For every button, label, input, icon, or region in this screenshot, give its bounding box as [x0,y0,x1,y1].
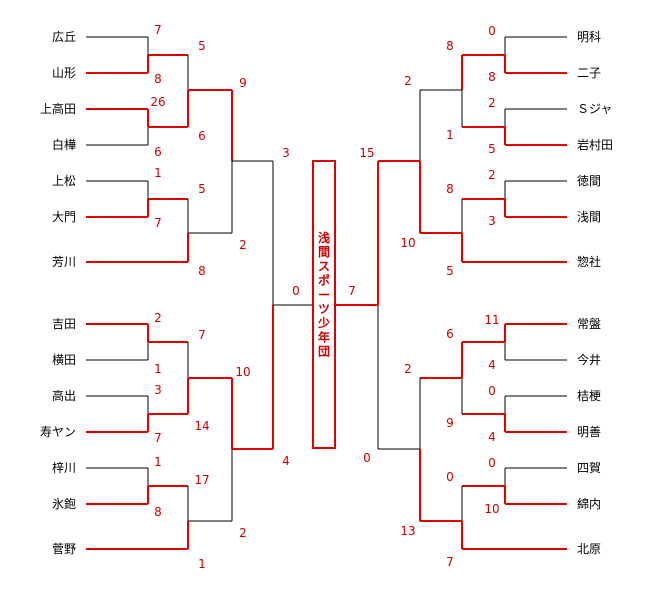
bracket-lines [86,36,567,550]
champion-char: ポ [318,273,330,288]
score-label: 4 [282,454,290,468]
team-name: 高出 [52,388,76,403]
score-label: 14 [194,419,209,433]
score-label: 10 [484,502,499,516]
score-label: 5 [198,39,206,53]
team-name: 吉田 [52,317,76,331]
score-label: 13 [400,524,415,538]
team-name: 明科 [577,30,601,44]
score-label: 5 [446,264,454,278]
score-label: 2 [239,526,247,540]
champion-char: 団 [318,345,330,359]
score-label: 5 [488,142,496,156]
team-name: 上高田 [40,101,76,116]
team-name: 横田 [52,353,76,367]
score-label: 8 [198,264,206,278]
score-label: 2 [404,74,412,88]
champion-box [312,160,336,449]
score-label: 15 [359,146,374,160]
score-label: 9 [446,416,454,430]
team-name: 白樺 [52,137,76,152]
score-label: 6 [154,145,162,159]
score-label: 10 [400,236,415,250]
score-label: 1 [154,455,162,469]
score-label: 7 [198,328,206,342]
team-name: 浅間 [577,210,601,224]
score-label: 10 [235,365,250,379]
team-name: 明善 [577,424,601,439]
score-label: 9 [239,76,247,90]
team-name: 広丘 [52,30,76,44]
final-score-right: 7 [348,284,356,298]
team-name: 山形 [52,66,76,80]
team-name: 芳川 [52,255,76,269]
score-label: 0 [446,470,454,484]
champion-char: 浅 [318,230,330,245]
team-name: 桔梗 [577,388,601,403]
final-score-left: 0 [292,284,300,298]
score-label: 6 [198,129,206,143]
score-label: 1 [154,166,162,180]
score-label: 8 [488,70,496,84]
score-label: 2 [488,168,496,182]
score-label: 0 [488,384,496,398]
team-name: 氷鉋 [52,496,76,511]
score-label: 1 [154,362,162,376]
score-label: 0 [363,451,371,465]
score-label: 7 [154,23,162,37]
score-label: 2 [154,311,162,325]
champion-char: ス [318,259,330,273]
team-name: 上松 [52,174,76,188]
team-name: 菅野 [52,542,76,556]
score-label: 3 [154,383,162,397]
score-label: 4 [488,430,496,444]
score-label: 11 [484,313,499,327]
score-label: 7 [446,555,454,569]
score-label: 26 [150,95,165,109]
team-name: 二子 [577,66,601,80]
score-label: 0 [488,24,496,38]
team-name: 徳間 [577,173,601,188]
score-label: 5 [198,182,206,196]
score-label: 17 [194,473,209,487]
score-label: 3 [488,214,496,228]
team-name: 北原 [577,542,601,556]
score-label: 1 [198,557,206,571]
team-name: 梓川 [52,460,76,475]
score-label: 0 [488,456,496,470]
score-label: 8 [446,182,454,196]
score-label: 1 [446,128,454,142]
score-label: 4 [488,358,496,372]
champion-char: ツ [318,302,330,316]
champion-char: 年 [318,329,330,344]
champion-char: 少 [317,315,330,330]
score-label: 7 [154,431,162,445]
score-label: 8 [154,72,162,86]
score-label: 6 [446,327,454,341]
team-name: 寿ヤン [40,425,76,439]
team-name: 岩村田 [577,137,613,152]
score-label: 7 [154,216,162,230]
score-label: 2 [404,362,412,376]
score-label: 2 [488,96,496,110]
score-label: 8 [446,39,454,53]
team-name: 四賀 [577,461,601,475]
score-label: 8 [154,505,162,519]
team-name: 綿内 [577,497,601,511]
champion-name: 浅間スポーツ少年団 [317,230,330,359]
team-name: 今井 [577,352,601,367]
champion-char: 間 [318,245,330,259]
team-name: Ｓジャ [577,102,612,116]
champion-char: ー [318,288,330,302]
team-name: 常盤 [577,317,601,331]
team-name: 惣社 [577,254,601,269]
score-label: 3 [282,146,290,160]
score-label: 2 [239,238,247,252]
team-name: 大門 [52,210,76,224]
